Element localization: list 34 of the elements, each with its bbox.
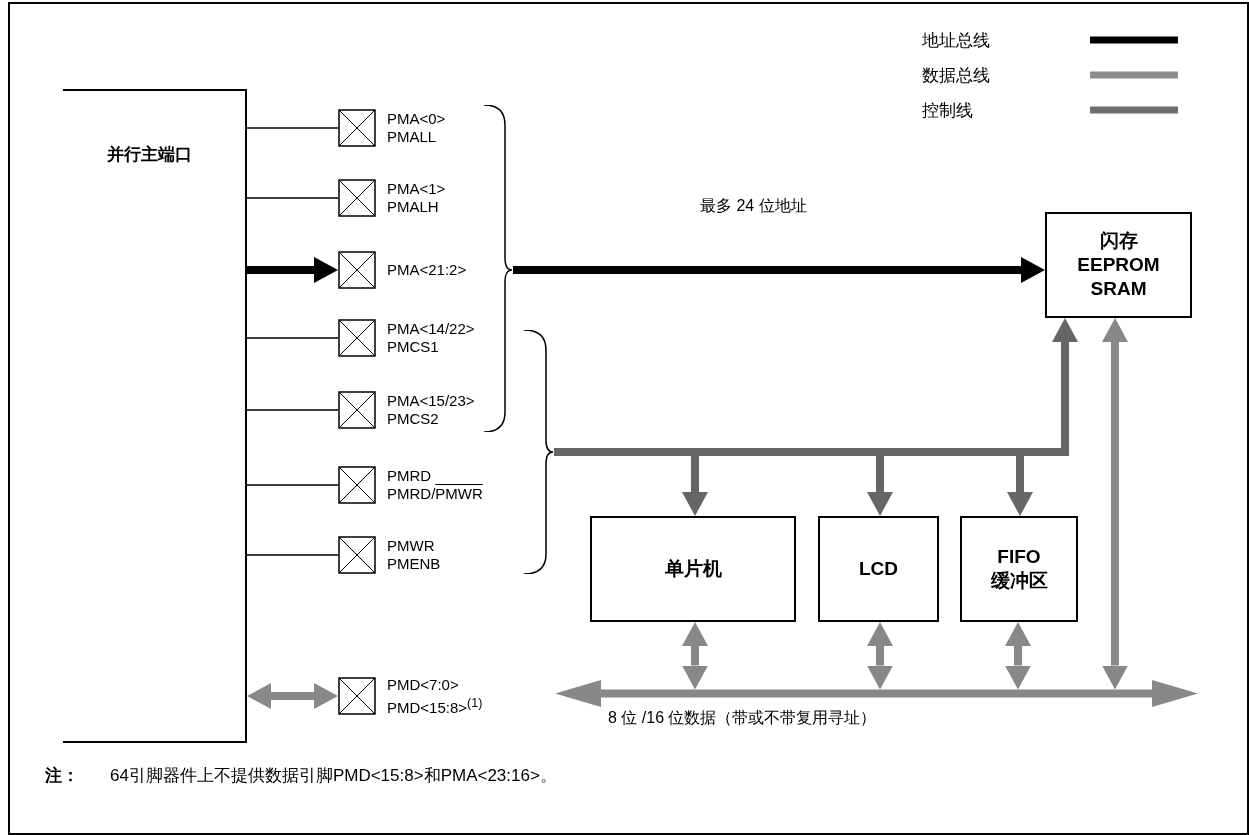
pin-name: PMCS1 xyxy=(387,338,440,356)
pin-name: PMCS2 xyxy=(387,410,440,428)
pin-name: PMA<15/23> xyxy=(387,392,475,410)
block-box: 单片机 xyxy=(590,516,796,622)
bus-label: 8 位 /16 位数据（带或不带复用寻址） xyxy=(608,708,877,728)
bus-arrow xyxy=(555,680,1198,707)
pin-name: PMWR xyxy=(387,537,436,555)
legend-label: 数据总线 xyxy=(922,65,990,87)
pin-name: PMRD/PMWR xyxy=(387,485,483,503)
pin-name: PMD<7:0> xyxy=(387,675,460,694)
pin-name: PMA<0> xyxy=(387,110,446,128)
block-box: FIFO 缓冲区 xyxy=(960,516,1078,622)
pin-name: PMA<21:2> xyxy=(387,261,467,279)
legend-label: 地址总线 xyxy=(922,30,990,52)
arrow xyxy=(1005,622,1031,690)
arrow xyxy=(682,622,708,690)
block-box: LCD xyxy=(818,516,939,622)
note-text: 64引脚器件上不提供数据引脚PMD<15:8>和PMA<23:16>。 xyxy=(110,765,557,787)
edge-label: 最多 24 位地址 xyxy=(700,196,807,217)
pin-name: PMA<1> xyxy=(387,180,446,198)
block-box: 闪存 EEPROM SRAM xyxy=(1045,212,1192,318)
legend-label: 控制线 xyxy=(922,100,973,122)
pin-name: PMALH xyxy=(387,198,440,216)
pin-name: PMENB xyxy=(387,555,441,573)
arrow xyxy=(247,683,338,709)
pin-name: PMRD xyxy=(387,467,433,485)
arrow xyxy=(867,622,893,690)
arrow xyxy=(1102,318,1128,690)
note-marker: 注： xyxy=(45,765,79,787)
port-block xyxy=(63,89,247,743)
pin-name: PMD<15:8>$^{(1)}$ xyxy=(387,694,483,717)
block-label: 并行主端口 xyxy=(105,144,193,166)
pin-name: PMALL xyxy=(387,128,438,146)
pin-name: PMA<14/22> xyxy=(387,320,475,338)
